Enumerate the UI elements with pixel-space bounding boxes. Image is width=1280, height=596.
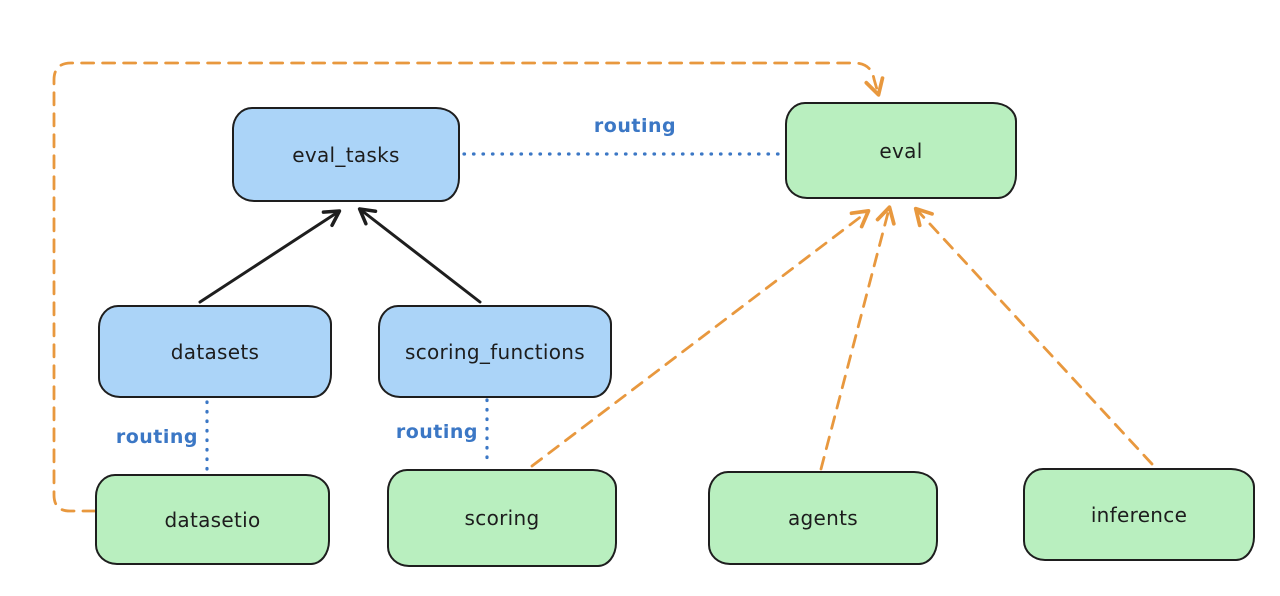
node-eval-tasks: eval_tasks xyxy=(232,107,460,202)
edge-scoring-functions-to-eval-tasks xyxy=(357,207,482,304)
node-datasets-label: datasets xyxy=(170,339,260,364)
edge-inference-to-eval xyxy=(913,206,1154,466)
node-inference: inference xyxy=(1023,468,1255,561)
node-eval-tasks-label: eval_tasks xyxy=(292,142,400,167)
node-agents-label: agents xyxy=(788,506,858,530)
node-inference-label: inference xyxy=(1090,502,1188,527)
node-scoring: scoring xyxy=(387,469,617,567)
edge-datasets-to-eval-tasks xyxy=(198,209,342,304)
node-datasets: datasets xyxy=(98,305,332,398)
edge-agents-to-eval xyxy=(819,205,896,471)
routing-label-eval-tasks-eval: routing xyxy=(593,115,677,137)
node-scoring-label: scoring xyxy=(464,506,540,530)
edge-datasetio-to-eval xyxy=(52,61,885,513)
node-datasetio: datasetio xyxy=(95,474,330,565)
node-agents: agents xyxy=(708,471,938,565)
routing-label-datasets-datasetio: routing xyxy=(115,426,198,448)
node-datasetio-label: datasetio xyxy=(164,507,261,532)
routing-label-scoring-functions-scoring: routing xyxy=(395,421,478,443)
node-eval-label: eval xyxy=(879,138,923,163)
node-scoring-functions-label: scoring_functions xyxy=(404,339,586,364)
edge-scoring-to-eval xyxy=(530,209,871,468)
node-eval: eval xyxy=(785,102,1017,199)
node-scoring-functions: scoring_functions xyxy=(378,305,612,398)
